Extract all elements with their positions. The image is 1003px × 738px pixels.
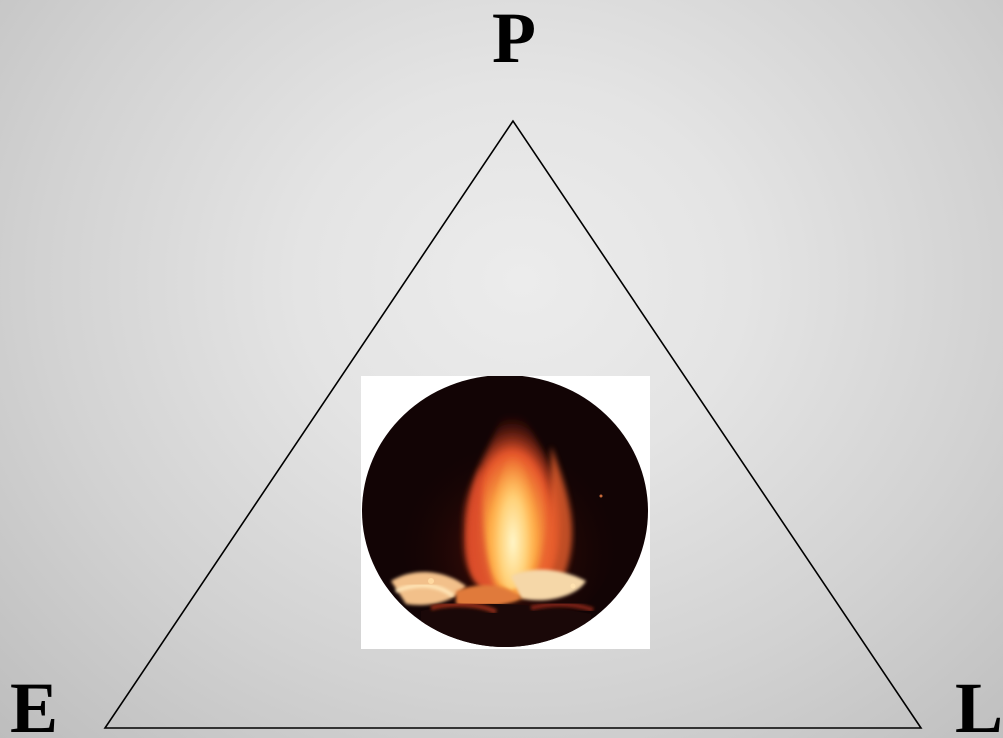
vertex-label-bottom-right: L (955, 672, 1003, 738)
vertex-label-top: P (492, 2, 536, 74)
vertex-label-bottom-left: E (10, 672, 58, 738)
campfire-image (361, 376, 650, 649)
campfire-icon (361, 376, 650, 649)
